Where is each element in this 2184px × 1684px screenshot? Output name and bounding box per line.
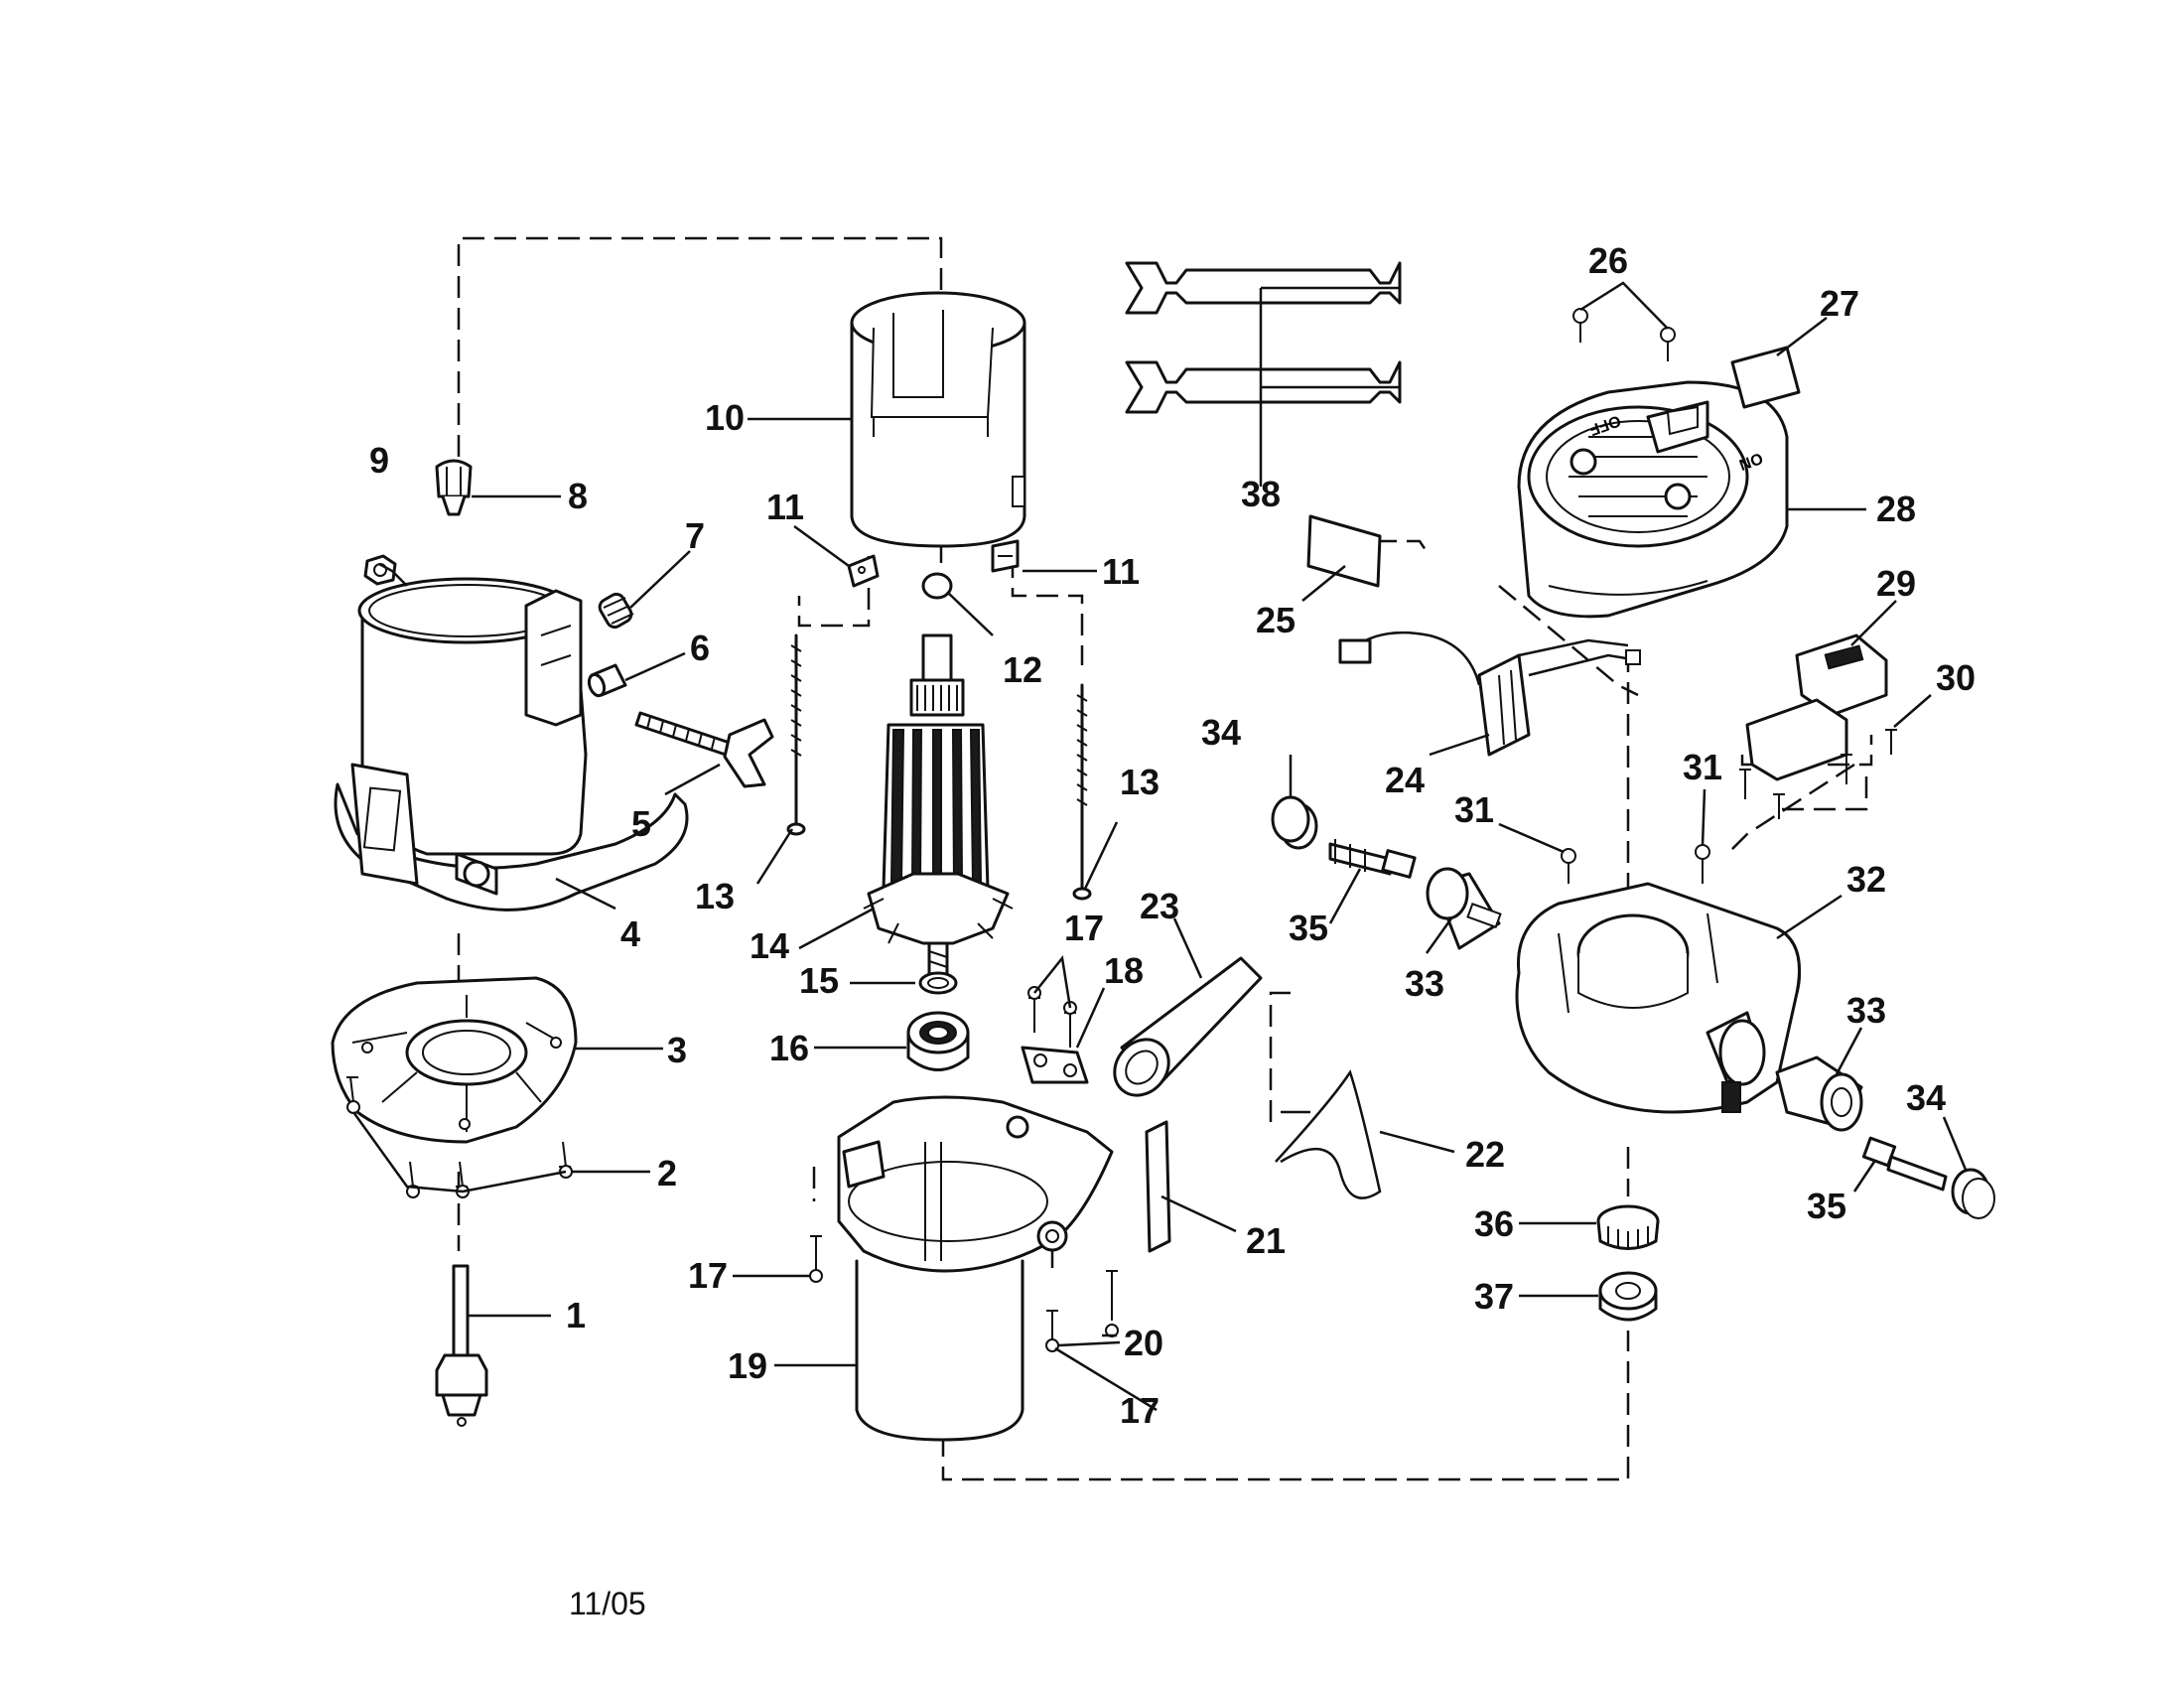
motor-housing-shell-part [850,291,1026,548]
callout-26: 26 [1588,240,1628,281]
callout-17-bottom: 17 [1120,1390,1160,1431]
callout-17-left: 17 [688,1255,728,1296]
callout-23: 23 [1140,886,1179,926]
cord-protector-part [1113,956,1263,1097]
cap-label-part [1730,346,1801,409]
brush-holder-left-part [1426,867,1502,950]
callout-33-left: 33 [1405,963,1444,1004]
callout-22: 22 [1465,1134,1505,1175]
cap-screws-part [1572,308,1676,361]
wing-screw-part [634,711,774,788]
callout-6: 6 [690,628,710,668]
callout-37: 37 [1474,1276,1514,1317]
callout-27: 27 [1820,283,1859,324]
callout-38: 38 [1241,474,1281,514]
callout-1: 1 [566,1295,586,1335]
revision-date: 11/05 [569,1586,646,1621]
brush-cap-left-part [1271,795,1318,850]
brush-clip-left-part [847,554,880,588]
callout-16: 16 [769,1028,809,1068]
callout-18: 18 [1104,950,1144,991]
base-plate-part [331,976,578,1144]
bushing-part [587,663,627,698]
warning-label-part [1145,1120,1171,1253]
callout-4: 4 [620,913,640,954]
top-cap-part [1517,380,1789,619]
spring-part [598,592,634,630]
switch-wiring-part [1338,631,1641,757]
callout-9: 9 [369,440,389,481]
callout-13-right: 13 [1120,762,1160,802]
brush-cap-right-part [1951,1168,1995,1219]
cord-clamp-screws-part [1027,986,1077,1048]
rocker-switch-part [1745,633,1888,781]
cord-clamp-part [1021,1046,1089,1084]
housing-screws-part [809,1235,1119,1352]
callout-28: 28 [1876,489,1916,529]
leader-lines [351,281,1968,1412]
callout-7: 7 [685,515,705,556]
callout-20: 20 [1124,1323,1163,1363]
brush-holder-right-part [1775,1055,1863,1132]
callout-13-left: 13 [695,876,735,916]
callout-29: 29 [1876,563,1916,604]
callout-14: 14 [750,925,789,966]
callout-24: 24 [1385,760,1425,800]
callout-36: 36 [1474,1203,1514,1244]
bearing-upper-part [1598,1271,1658,1322]
callout-17-top: 17 [1064,908,1104,948]
bearing-clip-part [1596,1204,1660,1250]
callout-5: 5 [631,803,651,844]
switch-screws-part [1561,729,1897,884]
motor-housing-lower-part [837,1095,1114,1442]
armature-part [863,633,1014,980]
callout-30: 30 [1936,657,1976,698]
long-screw-left-part [786,633,806,836]
callout-15: 15 [799,960,839,1001]
power-cord-part [1275,1069,1382,1199]
washer-part [921,572,953,600]
callout-34-left: 34 [1201,712,1241,753]
callout-11-left: 11 [766,487,804,527]
callout-32: 32 [1846,859,1886,900]
carbon-brush-left-part [1328,839,1417,879]
retaining-ring-part [918,971,958,995]
collet-shaft-part [435,1264,488,1427]
carbon-brush-right-part [1861,1136,1948,1192]
callout-33-right: 33 [1846,990,1886,1031]
callout-34-right: 34 [1906,1077,1946,1118]
callout-numbers: 8 9 7 6 5 4 3 2 1 10 11 11 12 13 13 14 1… [369,240,1976,1431]
callout-10: 10 [705,397,745,438]
callout-31-right: 31 [1683,747,1722,787]
collet-nut-part [435,459,473,516]
callout-2: 2 [657,1153,677,1193]
bearing-lower-part [906,1011,970,1071]
callout-21: 21 [1246,1220,1286,1261]
hex-nut-part [363,554,397,586]
brush-clip-right-part [991,539,1020,573]
callout-11-right: 11 [1102,551,1140,592]
housing-sleeve-part [334,577,689,912]
callout-19: 19 [728,1345,767,1386]
callout-3: 3 [667,1030,687,1070]
callout-25: 25 [1256,600,1296,640]
wrench-pair-part [1125,261,1402,414]
callout-8: 8 [568,476,588,516]
callout-31-left: 31 [1454,789,1494,830]
callout-35-left: 35 [1289,908,1328,948]
callout-12: 12 [1003,649,1042,690]
long-screw-right-part [1072,683,1092,901]
rating-label-part [1306,514,1382,588]
callout-35-right: 35 [1807,1186,1846,1226]
brush-housing-part [1515,882,1801,1114]
